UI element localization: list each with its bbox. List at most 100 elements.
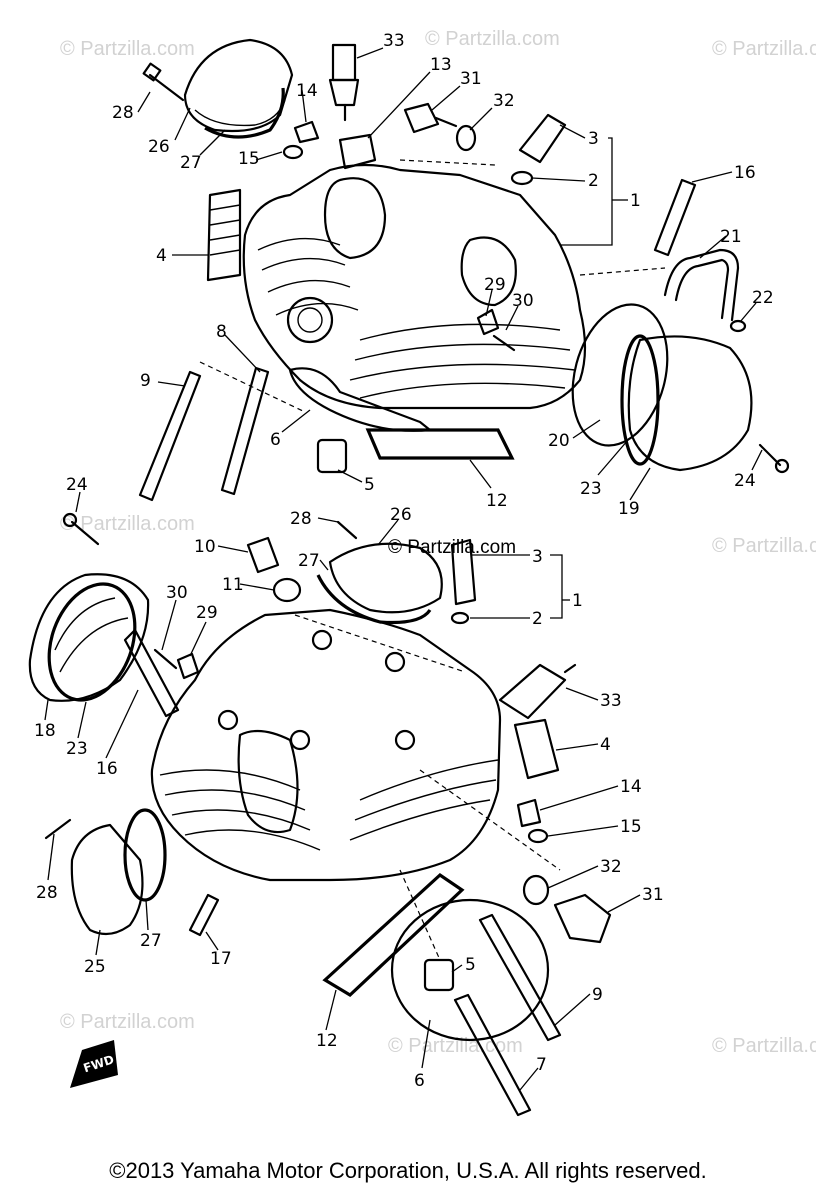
callout-16: 16 xyxy=(734,163,756,183)
callout-24: 24 xyxy=(734,471,756,491)
exhaust-port xyxy=(460,236,517,307)
boss-4 xyxy=(311,629,333,651)
callout-8: 8 xyxy=(216,322,227,342)
bolt-24b-head xyxy=(62,512,78,528)
dowel-5 xyxy=(316,438,348,474)
guide-line xyxy=(399,159,496,166)
cover-25 xyxy=(70,823,144,936)
gasket-27b xyxy=(316,574,432,625)
callout-23: 23 xyxy=(66,739,88,759)
callout-13: 13 xyxy=(430,55,452,75)
guide-line xyxy=(294,614,466,673)
callout-11: 11 xyxy=(222,575,244,595)
valve-cover-26 xyxy=(183,38,294,133)
spark-plug-33-body xyxy=(331,43,357,82)
callout-19: 19 xyxy=(618,499,640,519)
guide-line xyxy=(419,769,561,871)
callout-20: 20 xyxy=(548,431,570,451)
bottom-callouts: 24 10 11 28 26 27 3 2 1 30 29 18 23 16 3… xyxy=(34,475,664,1091)
bolt-28b xyxy=(336,520,358,540)
stud-7 xyxy=(453,993,532,1117)
callout-2: 2 xyxy=(532,609,543,629)
stud-9b xyxy=(478,913,562,1042)
copyright-notice: ©2013 Yamaha Motor Corporation, U.S.A. A… xyxy=(109,1158,707,1183)
spark-plug-33b xyxy=(498,663,567,720)
watermark-7: © Partzilla.com xyxy=(388,1035,523,1057)
callout-12: 12 xyxy=(486,491,508,511)
callout-17: 17 xyxy=(210,949,232,969)
guide-line xyxy=(199,361,306,413)
callout-30: 30 xyxy=(512,291,534,311)
callout-32: 32 xyxy=(600,857,622,877)
damper-4-ribs xyxy=(209,204,241,256)
watermark-8: © Partzilla.com xyxy=(712,1035,816,1057)
callout-29: 29 xyxy=(196,603,218,623)
callout-4: 4 xyxy=(156,246,167,266)
nut-14b xyxy=(516,798,542,828)
o-ring-23b xyxy=(47,582,137,702)
spark-plug-33b-tip xyxy=(563,663,577,674)
callout-1: 1 xyxy=(630,191,641,211)
bolt-24-head xyxy=(774,458,790,474)
boss-2 xyxy=(289,729,311,751)
fins-left xyxy=(257,237,359,316)
callout-3: 3 xyxy=(532,547,543,567)
fwd-arrow-icon: FWD xyxy=(70,1040,118,1088)
callout-12: 12 xyxy=(316,1031,338,1051)
pipe-21-inner xyxy=(674,258,730,320)
callout-33: 33 xyxy=(383,31,405,51)
stud-8 xyxy=(220,366,270,496)
bolt-31-shank xyxy=(434,116,458,128)
callout-1: 1 xyxy=(572,591,583,611)
callout-5: 5 xyxy=(465,955,476,975)
callout-14: 14 xyxy=(620,777,642,797)
callout-30: 30 xyxy=(166,583,188,603)
watermark-3: © Partzilla.com xyxy=(712,38,816,60)
nut-14 xyxy=(293,120,320,144)
bolt-28-head xyxy=(142,62,162,82)
pipe-21 xyxy=(663,248,740,322)
fins-rear-right xyxy=(349,759,499,841)
bolt-24b xyxy=(70,520,100,546)
head-boss xyxy=(286,296,334,344)
callout-25: 25 xyxy=(84,957,106,977)
washer-32b xyxy=(522,874,550,906)
callout-28: 28 xyxy=(290,509,312,529)
callout-26: 26 xyxy=(148,137,170,157)
washer-15b xyxy=(527,828,549,844)
fins-rear-left xyxy=(159,769,321,851)
callout-18: 18 xyxy=(34,721,56,741)
dowel-5b xyxy=(423,958,455,992)
callout-9: 9 xyxy=(592,985,603,1005)
damper-4 xyxy=(206,188,242,282)
watermarks: © Partzilla.com © Partzilla.com © Partzi… xyxy=(60,28,816,1057)
bracket-29 xyxy=(476,308,500,336)
front-cylinder-head xyxy=(242,163,587,410)
exploded-parts-diagram: © Partzilla.com © Partzilla.com © Partzi… xyxy=(28,28,816,1117)
callout-7: 7 xyxy=(536,1055,547,1075)
callout-32: 32 xyxy=(493,91,515,111)
watermark-4: © Partzilla.com xyxy=(60,513,195,535)
bracket-29b xyxy=(176,652,200,680)
callout-24: 24 xyxy=(66,475,88,495)
guide-line xyxy=(399,869,441,961)
callout-28: 28 xyxy=(112,103,134,123)
rear-intake-port xyxy=(237,729,299,834)
watermark-6: © Partzilla.com xyxy=(60,1011,195,1033)
o-ring-6b xyxy=(390,898,550,1042)
clip-2 xyxy=(510,170,534,186)
callout-22: 22 xyxy=(752,288,774,308)
callout-3: 3 xyxy=(588,129,599,149)
cover-gasket-27 xyxy=(204,87,285,139)
callout-33: 33 xyxy=(600,691,622,711)
callout-14: 14 xyxy=(296,81,318,101)
rear-cylinder-head xyxy=(150,608,502,882)
front-cylinder-head-group xyxy=(138,38,790,502)
fins-lower xyxy=(349,323,576,399)
washer-32 xyxy=(455,124,477,152)
screw-30b xyxy=(153,648,178,670)
callout-2: 2 xyxy=(588,171,599,191)
o-ring-27c xyxy=(123,808,167,902)
boss-5 xyxy=(394,729,416,751)
rear-cylinder-head-group: FWD xyxy=(28,512,612,1117)
